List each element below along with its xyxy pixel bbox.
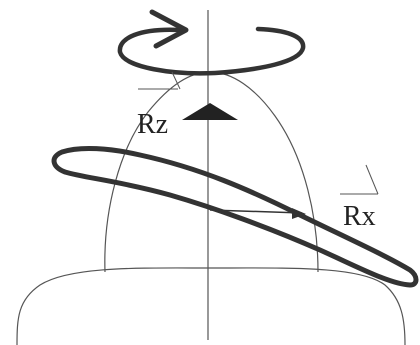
rotation-arrowhead-icon bbox=[149, 9, 189, 49]
base-outline bbox=[16, 267, 406, 345]
rz-label: Rz bbox=[137, 109, 168, 140]
bell-envelope bbox=[104, 71, 319, 273]
rx-label: Rx bbox=[343, 201, 376, 232]
rx-vector-tick bbox=[365, 164, 379, 195]
rotation-arrow-icon bbox=[117, 26, 306, 76]
rz-arrow-icon bbox=[182, 103, 238, 120]
airfoil-blade bbox=[51, 145, 419, 288]
rz-vector-tick bbox=[171, 71, 181, 90]
